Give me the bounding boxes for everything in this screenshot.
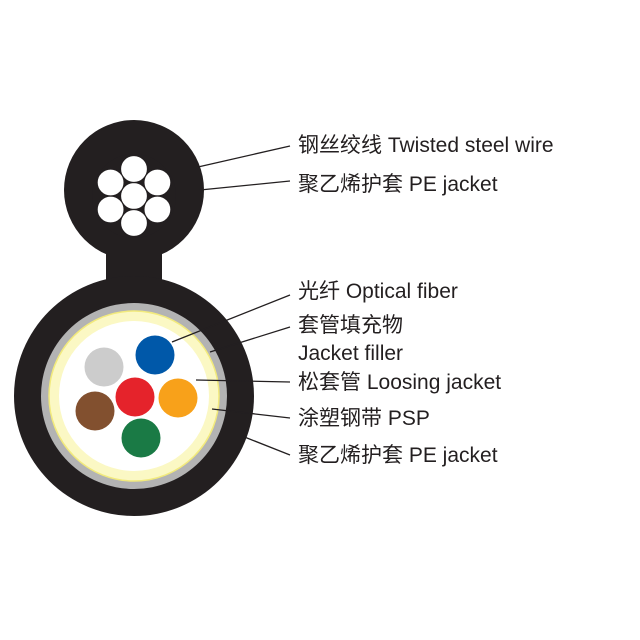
steel-wire-center xyxy=(119,181,149,211)
leader-lines xyxy=(171,145,291,456)
leader-line-optical-fiber xyxy=(171,294,291,343)
steel-wire-outer xyxy=(143,168,172,197)
steel-wire-outer xyxy=(96,168,125,197)
label-pe-jacket-bottom: 聚乙烯护套 PE jacket xyxy=(298,444,498,467)
fiber-gray xyxy=(84,347,124,387)
leader-line-psp xyxy=(211,408,291,419)
label-optical-fiber: 光纤 Optical fiber xyxy=(298,280,458,303)
fiber-blue xyxy=(135,335,175,375)
fiber-red xyxy=(115,377,155,417)
steel-wire-outer xyxy=(96,195,125,224)
fiber-green xyxy=(121,418,161,458)
fiber-orange xyxy=(158,378,198,418)
fiber-brown xyxy=(75,391,115,431)
twisted-steel-wire-bundle xyxy=(92,154,176,238)
label-pe-jacket-top: 聚乙烯护套 PE jacket xyxy=(298,173,498,196)
label-psp: 涂塑钢带 PSP xyxy=(298,407,430,430)
label-loosing-jacket: 松套管 Loosing jacket xyxy=(298,371,502,394)
steel-wire-outer xyxy=(119,208,149,238)
leader-line-pe-jacket-top xyxy=(199,180,291,191)
leader-line-pe-jacket-bottom xyxy=(241,435,291,456)
steel-wire-outer xyxy=(143,195,172,224)
leader-line-loosing-jacket xyxy=(195,379,291,383)
optical-fibers xyxy=(75,335,198,458)
label-jacket-filler-en: Jacket filler xyxy=(298,342,404,365)
steel-wire-outer xyxy=(119,154,149,184)
label-jacket-filler-cn: 套管填充物 xyxy=(298,314,403,337)
label-twisted-steel-wire: 钢丝绞线 Twisted steel wire xyxy=(298,134,554,157)
leader-line-twisted-steel-wire xyxy=(197,145,291,168)
leader-line-jacket-filler xyxy=(209,326,291,353)
